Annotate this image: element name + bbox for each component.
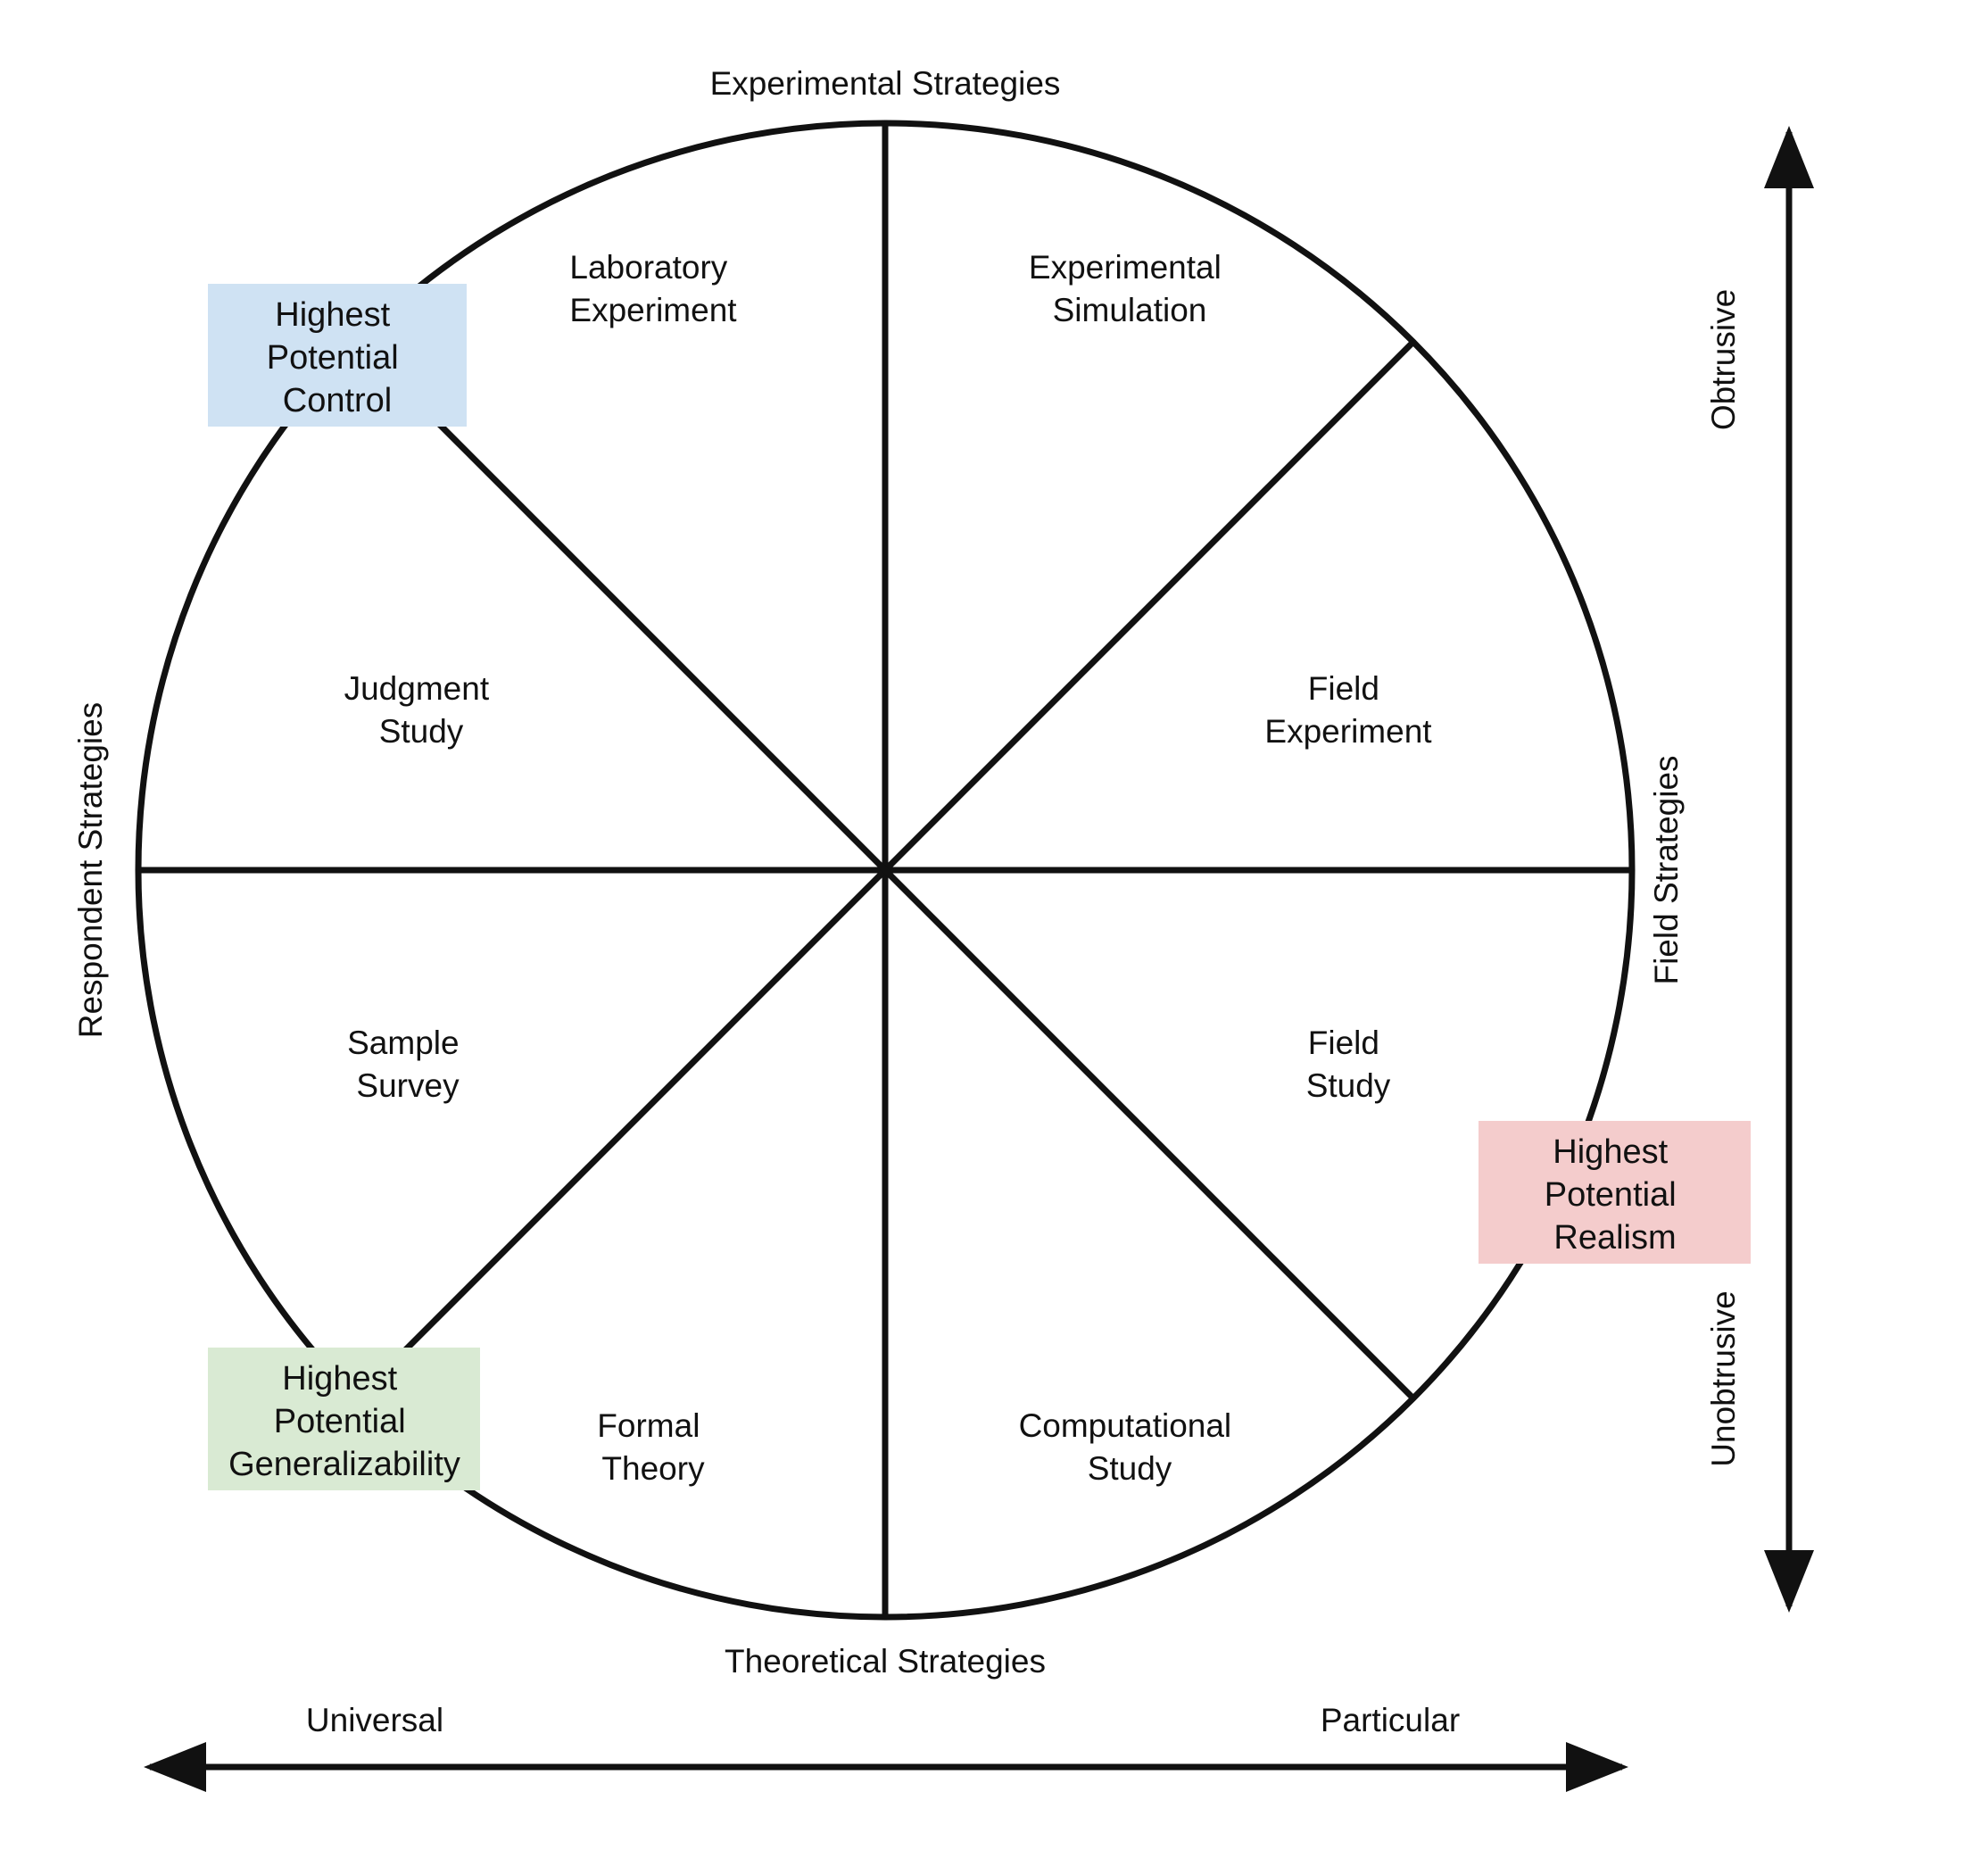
highlight-realism-line-3: Realism	[1553, 1219, 1676, 1257]
spokes	[138, 123, 1632, 1617]
highlight-control: Highest Potential Control	[208, 284, 467, 427]
axis-label-obtrusive: Obtrusive	[1705, 289, 1742, 430]
highlight-generalizability: Highest Potential Generalizability	[208, 1348, 480, 1490]
method-computational-study-line-1: Computational	[1019, 1407, 1232, 1444]
spoke-diagonal-nw-se	[354, 339, 1416, 1401]
method-experimental-simulation: Experimental Simulation	[1029, 249, 1230, 328]
method-formal-theory-line-1: Formal	[597, 1407, 700, 1444]
highlight-generalizability-line-1: Highest	[282, 1360, 397, 1398]
label-respondent-strategies: Respondent Strategies	[72, 702, 109, 1038]
highlight-realism: Highest Potential Realism	[1479, 1121, 1751, 1264]
axis-label-particular: Particular	[1321, 1702, 1460, 1738]
axis-label-unobtrusive: Unobtrusive	[1705, 1290, 1742, 1466]
method-judgment-study-line-1: Judgment	[344, 670, 490, 707]
svg-text:Highest Potential: Highest Potential Generalizability	[228, 1360, 460, 1483]
highlight-generalizability-line-2: Potential	[274, 1403, 406, 1440]
method-field-study-line-2: Study	[1306, 1067, 1391, 1104]
highlight-control-line-1: Highest	[275, 296, 390, 334]
method-experimental-simulation-line-2: Simulation	[1053, 292, 1207, 328]
method-sample-survey-line-2: Survey	[356, 1067, 460, 1104]
svg-text:Highest Potential: Highest Potential Realism	[1545, 1133, 1686, 1257]
highlight-realism-box	[1479, 1121, 1751, 1264]
svg-text:Highest Potential: Highest Potential Control	[267, 296, 408, 419]
method-laboratory-experiment-line-2: Experiment	[569, 292, 737, 328]
highlight-generalizability-box	[208, 1348, 480, 1490]
method-field-experiment-line-2: Experiment	[1264, 713, 1432, 750]
highlight-realism-line-1: Highest	[1553, 1133, 1668, 1171]
method-field-study-line-1: Field	[1308, 1025, 1379, 1061]
method-computational-study-line-2: Study	[1088, 1450, 1172, 1487]
label-experimental-strategies: Experimental Strategies	[710, 65, 1061, 102]
highlight-control-line-2: Potential	[267, 339, 399, 377]
highlight-control-box	[208, 284, 467, 427]
highlight-generalizability-line-3: Generalizability	[228, 1446, 460, 1483]
method-sample-survey-line-1: Sample	[347, 1025, 459, 1061]
method-formal-theory-line-2: Theory	[601, 1450, 705, 1487]
method-judgment-study-line-2: Study	[379, 713, 464, 750]
method-experimental-simulation-line-1: Experimental	[1029, 249, 1222, 286]
method-field-experiment: Field Experiment	[1264, 670, 1432, 750]
highlight-realism-line-2: Potential	[1545, 1176, 1677, 1214]
highlight-control-line-3: Control	[283, 382, 393, 419]
method-computational-study: Computational Study	[1019, 1407, 1241, 1487]
method-laboratory-experiment: Laboratory Experiment	[569, 249, 737, 328]
label-theoretical-strategies: Theoretical Strategies	[725, 1643, 1046, 1680]
method-field-experiment-line-1: Field	[1308, 670, 1379, 707]
method-field-study: Field Study	[1306, 1025, 1391, 1104]
method-laboratory-experiment-line-1: Laboratory	[569, 249, 727, 286]
method-formal-theory: Formal Theory	[597, 1407, 708, 1487]
method-sample-survey: Sample Survey	[347, 1025, 468, 1104]
method-judgment-study: Judgment Study	[344, 670, 499, 750]
label-field-strategies: Field Strategies	[1648, 755, 1685, 984]
axis-label-universal: Universal	[306, 1702, 443, 1738]
